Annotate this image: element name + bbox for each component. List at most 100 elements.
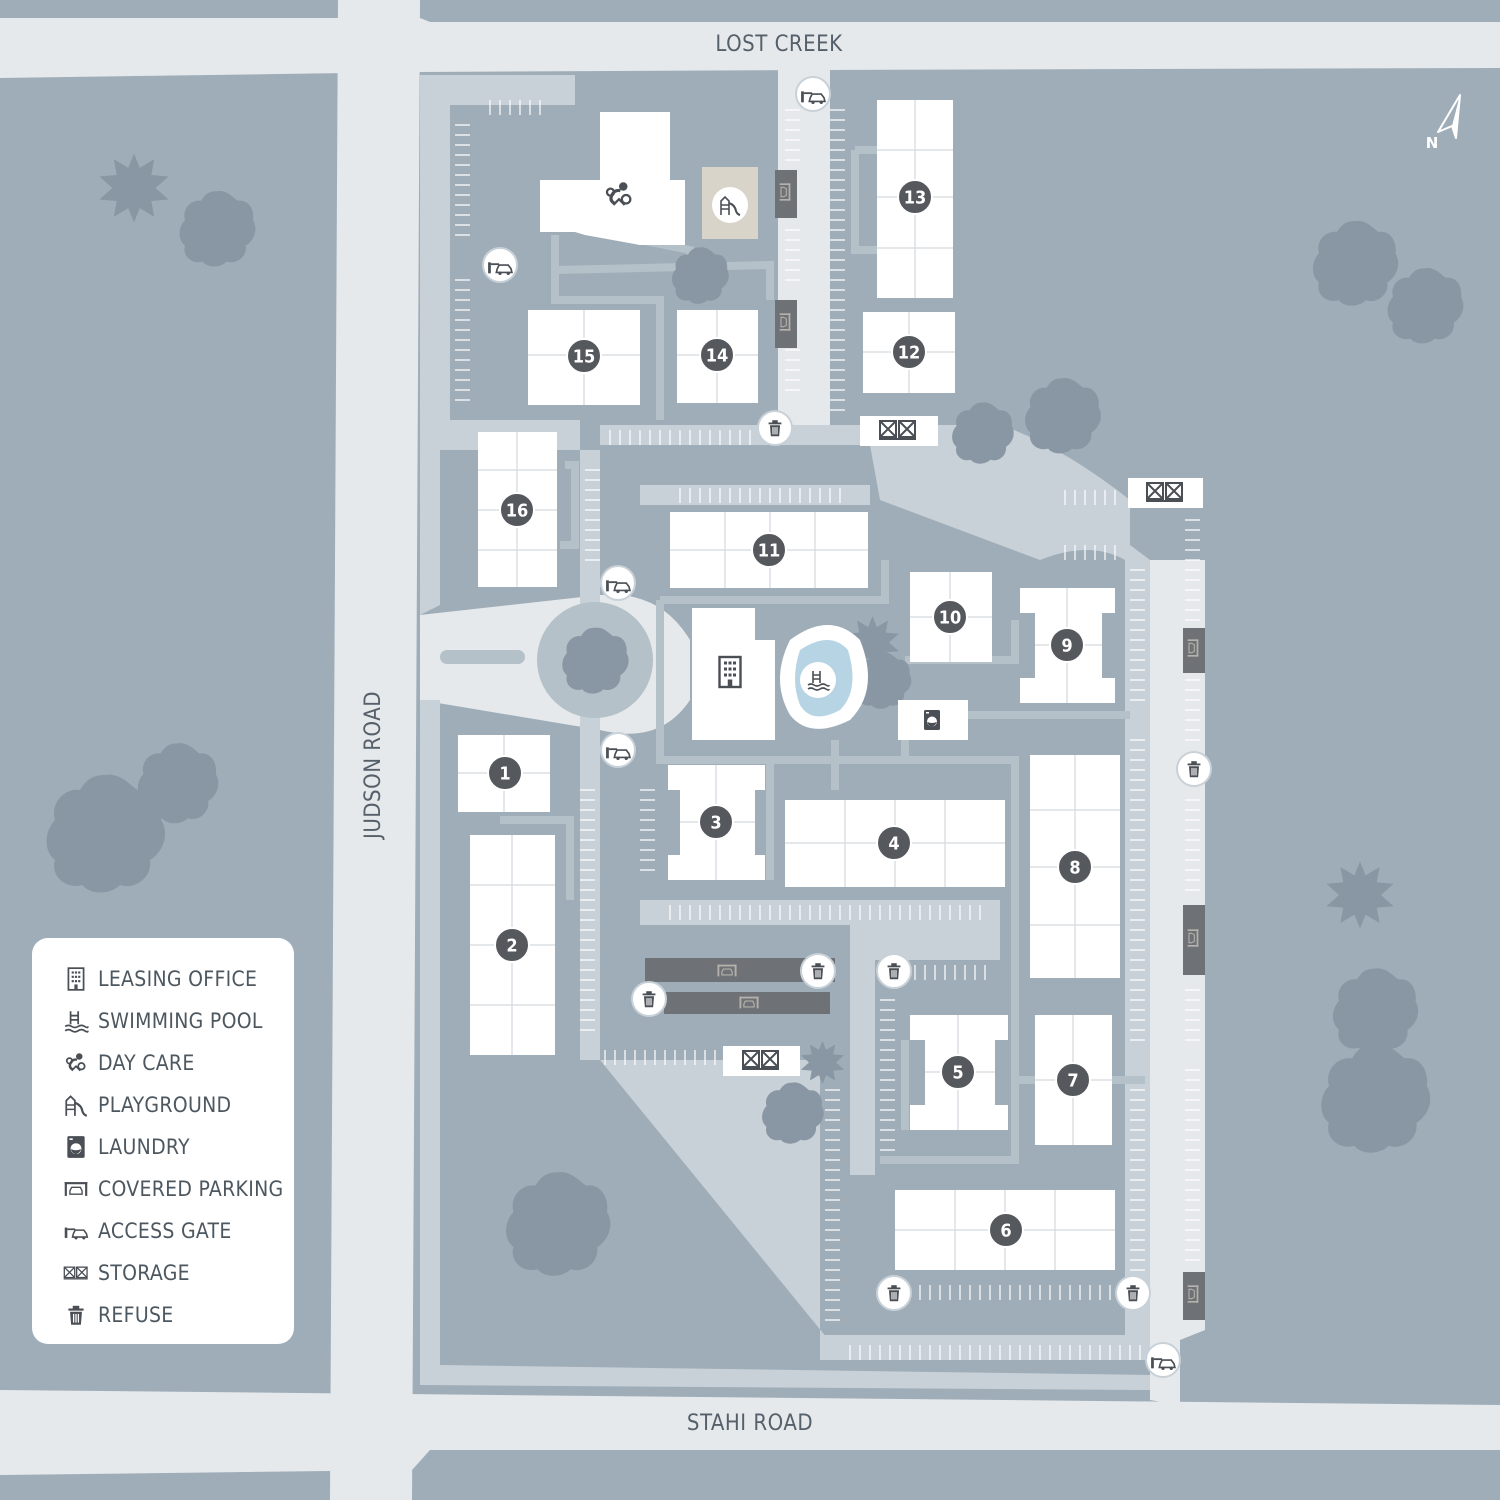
- access-gates: [482, 76, 1181, 1378]
- storage-units: [723, 416, 1203, 1076]
- building-marker-circle: [1057, 849, 1093, 885]
- legend-item-storage: STORAGE: [62, 1252, 294, 1294]
- legend-label: REFUSE: [98, 1303, 174, 1327]
- legend-label: LAUNDRY: [98, 1135, 190, 1159]
- building-number: 2: [506, 936, 517, 957]
- building-marker-5: 5: [940, 1054, 976, 1090]
- building-number: 8: [1069, 858, 1080, 879]
- access-gate-icon: [62, 1217, 90, 1245]
- building-number: 3: [710, 813, 721, 834]
- refuse-icon: [876, 953, 912, 989]
- parking-stalls: [455, 100, 1200, 1360]
- building-number: 10: [939, 608, 962, 629]
- legend-label: DAY CARE: [98, 1051, 195, 1075]
- building-marker-circle: [751, 532, 787, 568]
- building-marker-circle: [897, 179, 933, 215]
- legend-label: LEASING OFFICE: [98, 967, 258, 991]
- storage-icon: [62, 1259, 90, 1287]
- building-marker-circle: [487, 755, 523, 791]
- building-number: 14: [706, 346, 729, 367]
- access-gate-icon: [482, 247, 518, 283]
- building-marker-16: 16: [499, 492, 535, 528]
- building-marker-8: 8: [1057, 849, 1093, 885]
- building-marker-circle: [891, 334, 927, 370]
- building-marker-13: 13: [897, 179, 933, 215]
- refuse-icon: [1115, 1275, 1151, 1311]
- legend-item-swimming-pool: SWIMMING POOL: [62, 1000, 294, 1042]
- building-marker-circle: [940, 1054, 976, 1090]
- building-marker-12: 12: [891, 334, 927, 370]
- road-label-south: STAHI ROAD: [687, 1411, 813, 1436]
- legend-item-covered-parking: COVERED PARKING: [62, 1168, 294, 1210]
- legend-label: PLAYGROUND: [98, 1093, 232, 1117]
- building-marker-9: 9: [1049, 627, 1085, 663]
- building-number: 11: [758, 541, 781, 562]
- building-number: 13: [904, 188, 927, 209]
- day-care-icon: [62, 1049, 90, 1077]
- building-marker-11: 11: [751, 532, 787, 568]
- building-marker-15: 15: [566, 338, 602, 374]
- legend-item-access-gate: ACCESS GATE: [62, 1210, 294, 1252]
- legend-item-playground: PLAYGROUND: [62, 1084, 294, 1126]
- access-gate-icon: [600, 732, 636, 768]
- building-marker-circle: [699, 337, 735, 373]
- building-marker-2: 2: [494, 927, 530, 963]
- building-number: 1: [499, 764, 510, 785]
- legend-label: COVERED PARKING: [98, 1177, 284, 1201]
- legend-label: SWIMMING POOL: [98, 1009, 263, 1033]
- building-marker-circle: [1049, 627, 1085, 663]
- building-marker-10: 10: [932, 599, 968, 635]
- legend-label: ACCESS GATE: [98, 1219, 232, 1243]
- refuse-icon: [1176, 751, 1212, 787]
- road-label-north: LOST CREEK: [715, 32, 843, 57]
- building-marker-circle: [988, 1212, 1024, 1248]
- legend-item-refuse: REFUSE: [62, 1294, 294, 1336]
- refuse-icon: [631, 981, 667, 1017]
- legend-label: STORAGE: [98, 1261, 190, 1285]
- access-gate-icon: [600, 565, 636, 601]
- building-marker-circle: [932, 599, 968, 635]
- building-number: 7: [1067, 1071, 1078, 1092]
- legend-item-laundry: LAUNDRY: [62, 1126, 294, 1168]
- building-marker-3: 3: [698, 804, 734, 840]
- building-marker-circle: [1055, 1062, 1091, 1098]
- refuse-icon: [62, 1301, 90, 1329]
- building-marker-circle: [494, 927, 530, 963]
- building-number: 6: [1000, 1221, 1011, 1242]
- walking-paths: [500, 146, 1145, 1164]
- playground-icon: [62, 1091, 90, 1119]
- building-marker-4: 4: [876, 825, 912, 861]
- laundry-icon: [62, 1133, 90, 1161]
- building-number: 5: [952, 1063, 963, 1084]
- refuse-icon: [800, 953, 836, 989]
- compass-label: N: [1426, 134, 1439, 152]
- amenities: [540, 112, 968, 740]
- building-marker-circle: [566, 338, 602, 374]
- access-gate-icon: [795, 76, 831, 112]
- building-marker-circle: [876, 825, 912, 861]
- day-care-building: [540, 112, 685, 245]
- building-number: 9: [1061, 636, 1072, 657]
- access-gate-icon: [1145, 1342, 1181, 1378]
- building-number: 12: [898, 343, 921, 364]
- building-number: 16: [506, 501, 529, 522]
- building-marker-circle: [499, 492, 535, 528]
- building-marker-7: 7: [1055, 1062, 1091, 1098]
- building-number: 15: [573, 347, 596, 368]
- refuse-stations: [631, 410, 1212, 1311]
- legend: LEASING OFFICE SWIMMING POOL DAY CARE PL…: [32, 938, 294, 1344]
- swimming-pool-icon: [62, 1007, 90, 1035]
- covered-parking-icon: [62, 1175, 90, 1203]
- building-marker-14: 14: [699, 337, 735, 373]
- building-marker-circle: [698, 804, 734, 840]
- refuse-icon: [757, 410, 793, 446]
- building-marker-6: 6: [988, 1212, 1024, 1248]
- building-number: 4: [888, 834, 899, 855]
- leasing-office-icon: [62, 965, 90, 993]
- compass: N: [1426, 94, 1461, 152]
- refuse-icon: [876, 1275, 912, 1311]
- road-label-west: JUDSON ROAD: [361, 691, 386, 841]
- legend-item-day-care: DAY CARE: [62, 1042, 294, 1084]
